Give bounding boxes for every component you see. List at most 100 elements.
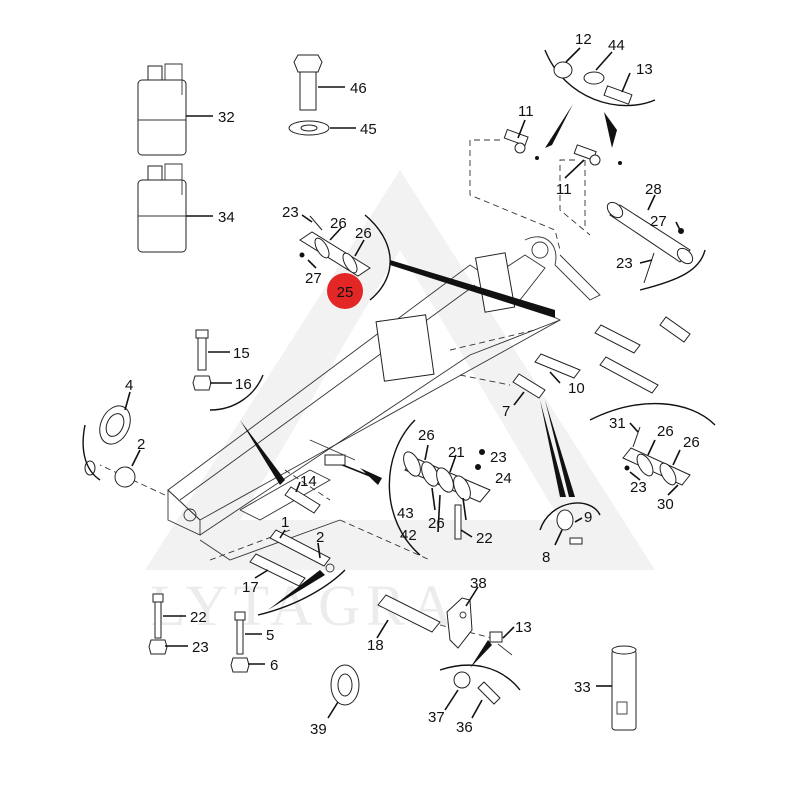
callout-25: 25 — [337, 284, 354, 301]
callout-26-right-a: 26 — [657, 423, 674, 440]
callout-22-bolt: 22 — [190, 609, 207, 626]
bushing-2-left — [114, 466, 136, 488]
bearing-4 — [99, 405, 131, 445]
callout-46: 46 — [350, 80, 367, 97]
callout-38: 38 — [470, 575, 487, 592]
callout-17: 17 — [242, 579, 259, 596]
detail-arc-lower-left — [257, 569, 346, 616]
washer-44 — [583, 71, 605, 85]
callout-36: 36 — [456, 719, 473, 736]
callout-7: 7 — [502, 403, 510, 420]
pin-11-upper — [503, 128, 539, 160]
callout-37: 37 — [428, 709, 445, 726]
pin-13-top — [603, 85, 633, 105]
callout-34: 34 — [218, 209, 235, 226]
callout-5: 5 — [266, 627, 274, 644]
callout-8: 8 — [542, 549, 550, 566]
callout-26-center-b: 26 — [428, 515, 445, 532]
callout-18: 18 — [367, 637, 384, 654]
bolt-22 — [152, 593, 164, 639]
callout-22-center: 22 — [476, 530, 493, 547]
callout-10: 10 — [568, 380, 585, 397]
pin-17 — [249, 553, 335, 587]
pin-14 — [284, 486, 321, 514]
callout-2-left: 2 — [137, 436, 145, 453]
detail-arc-bracket — [539, 502, 601, 531]
callout-26-pin-a: 26 — [330, 215, 347, 232]
callout-32: 32 — [218, 109, 235, 126]
callout-13-top: 13 — [636, 61, 653, 78]
detail-arc-left-mid — [209, 374, 264, 411]
callout-13-bottom: 13 — [515, 619, 532, 636]
callout-23-nut: 23 — [192, 639, 209, 656]
detail-arc-center — [388, 419, 421, 556]
callout-30: 30 — [657, 496, 674, 513]
callout-27-pin: 27 — [305, 270, 322, 287]
pin-10 — [534, 316, 691, 394]
callout-labels: 32 34 46 45 12 44 13 11 11 28 27 23 23 2… — [125, 31, 700, 738]
callout-12: 12 — [575, 31, 592, 48]
callout-16: 16 — [235, 376, 252, 393]
detail-arc-pin-26 — [364, 214, 391, 301]
highlight-callout-25[interactable]: 25 — [327, 273, 363, 309]
callout-11-upper: 11 — [518, 103, 534, 120]
nut-23 — [148, 639, 168, 655]
callout-27-right: 27 — [650, 213, 667, 230]
callout-23-right-b: 23 — [630, 479, 647, 496]
callout-39: 39 — [310, 721, 327, 738]
highlight-circle — [327, 273, 363, 309]
bolt-15 — [195, 329, 209, 371]
oil-container-34 — [137, 163, 187, 253]
pin-7 — [512, 373, 546, 399]
pin-13-bottom — [489, 631, 513, 656]
grease-tube-33 — [611, 645, 637, 731]
pin-36 — [477, 681, 501, 705]
callout-43: 43 — [397, 505, 414, 522]
bolt-46 — [293, 54, 323, 111]
detail-arc-top — [544, 49, 656, 107]
pin-1 — [269, 529, 331, 567]
pin-30-assembly — [622, 426, 691, 486]
callout-14: 14 — [300, 473, 317, 490]
callout-45: 45 — [360, 121, 377, 138]
callout-24: 24 — [495, 470, 512, 487]
detail-arc-pin-30 — [589, 402, 716, 426]
bushing-12 — [553, 61, 573, 79]
washer-45 — [288, 120, 330, 136]
callout-6: 6 — [270, 657, 278, 674]
callout-26-right-b: 26 — [683, 434, 700, 451]
callout-42: 42 — [400, 527, 417, 544]
callout-23-right: 23 — [616, 255, 633, 272]
callout-44: 44 — [608, 37, 625, 54]
watermark: LYTAGRA — [145, 170, 655, 638]
callout-21: 21 — [448, 444, 465, 461]
nut-16 — [192, 375, 212, 391]
callout-15: 15 — [233, 345, 250, 362]
callout-33: 33 — [574, 679, 591, 696]
pin-18 — [377, 594, 441, 633]
pin-26-assembly — [299, 215, 371, 277]
callout-11-lower: 11 — [556, 181, 572, 198]
pin-11-lower — [573, 144, 622, 166]
callout-28: 28 — [645, 181, 662, 198]
callout-4: 4 — [125, 377, 133, 394]
callout-26-center: 26 — [418, 427, 435, 444]
bracket-38 — [446, 597, 473, 649]
callout-26-pin-b: 26 — [355, 225, 372, 242]
callout-23-pin: 23 — [282, 204, 299, 221]
washer-39 — [330, 664, 360, 706]
pin-28 — [606, 201, 694, 265]
bushing-37 — [453, 671, 471, 689]
detail-arc-bottom — [439, 664, 521, 691]
callout-23-center: 23 — [490, 449, 507, 466]
bolt-5 — [234, 611, 246, 655]
oil-container-32 — [137, 63, 187, 156]
shaft-center — [403, 451, 491, 540]
callout-9: 9 — [584, 509, 592, 526]
nut-6 — [230, 657, 250, 673]
callout-2-lower: 2 — [316, 529, 324, 546]
bracket-9 — [556, 509, 583, 545]
callout-1: 1 — [281, 514, 289, 531]
detail-arc-right — [639, 249, 706, 291]
